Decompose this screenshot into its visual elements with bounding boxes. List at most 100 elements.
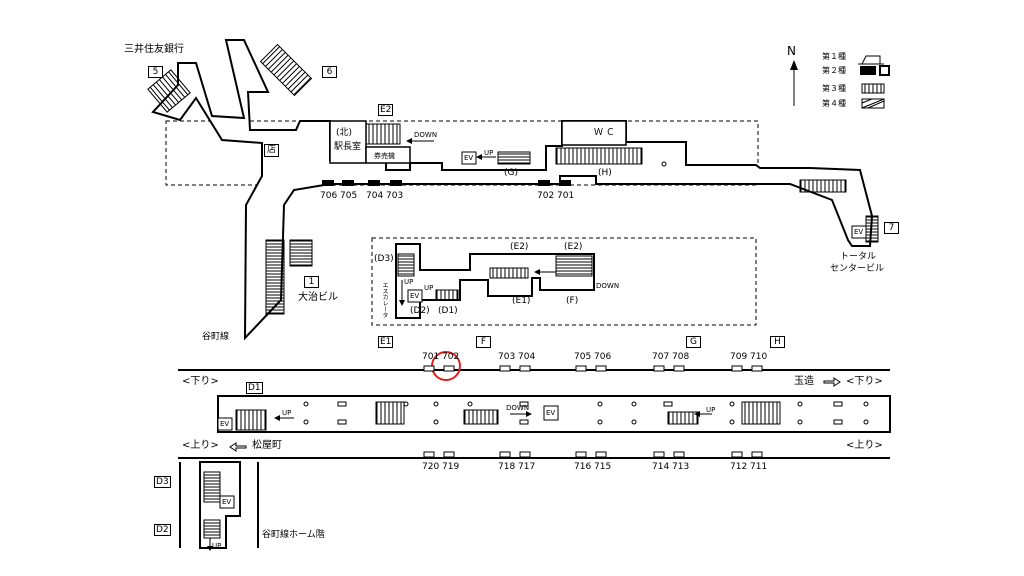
- concourse-door-705: 705: [340, 191, 358, 201]
- stairs-g: [497, 151, 531, 165]
- platform-stairs-f: [463, 409, 499, 425]
- platform-stairs-h: [741, 401, 781, 425]
- platform-door-marker-top-706: [595, 365, 607, 372]
- label-stationmaster-1: (北): [336, 128, 353, 138]
- platform-door-marker-bottom-719: [443, 451, 455, 458]
- stairs-exit1: [289, 239, 313, 267]
- platform-ev-center: [543, 405, 559, 421]
- ev-box-exit7: [851, 225, 867, 239]
- platform-door-top-701: 701: [422, 352, 440, 362]
- exit-1-badge: 1: [304, 276, 319, 288]
- exit-E2-badge: E2: [378, 104, 394, 116]
- stairs-d3-lower: [203, 471, 221, 503]
- label-up-mezz-d1: UP: [424, 284, 434, 292]
- platform-door-marker-top-710: [751, 365, 763, 372]
- direction-up-right: <上り>: [846, 440, 883, 451]
- stairs-d1-mezz: [435, 289, 459, 301]
- label-f: (F): [566, 296, 579, 306]
- platform-benches: [337, 401, 843, 425]
- label-e2-b: (E2): [564, 242, 583, 252]
- platform-door-marker-top-701: [423, 365, 435, 372]
- platform-door-marker-bottom-717: [519, 451, 531, 458]
- platform-door-bottom-714: 714: [652, 462, 670, 472]
- platform-door-bottom-713: 713: [672, 462, 690, 472]
- platform-door-bottom-711: 711: [750, 462, 768, 472]
- platform-door-top-702: 702: [442, 352, 460, 362]
- platform-door-bottom-720: 720: [422, 462, 440, 472]
- platform-exit-H: H: [770, 336, 785, 348]
- stairs-e2-mezz-b: [555, 255, 593, 277]
- label-e1: (E1): [512, 296, 531, 306]
- ticket-gates: [322, 180, 571, 186]
- platform-ev-center-label: EV: [546, 409, 556, 417]
- label-ev-exit7: EV: [854, 228, 864, 236]
- label-mitsui-bank: 三井住友銀行: [124, 44, 184, 55]
- platform-exit-D1: D1: [246, 382, 263, 394]
- platform-door-top-706: 706: [594, 352, 612, 362]
- platform-door-bottom-719: 719: [442, 462, 460, 472]
- platform-exit-G: G: [686, 336, 701, 348]
- label-d2: (D2): [410, 306, 430, 316]
- platform-door-bottom-716: 716: [574, 462, 592, 472]
- platform-door-marker-top-703: [499, 365, 511, 372]
- platform-door-marker-top-708: [673, 365, 685, 372]
- platform-door-bottom-717: 717: [518, 462, 536, 472]
- platform-door-top-707: 707: [652, 352, 670, 362]
- label-ev-d: EV: [222, 498, 232, 506]
- ev-box-mezz: [407, 289, 423, 303]
- platform-door-top-709: 709: [730, 352, 748, 362]
- ev-box-concourse: [461, 151, 477, 165]
- platform-door-top-704: 704: [518, 352, 536, 362]
- direction-up-left: <上り>: [182, 440, 219, 451]
- platform-ev-d1: [217, 417, 233, 431]
- platform-exit-F: F: [476, 336, 491, 348]
- platform-door-marker-bottom-711: [751, 451, 763, 458]
- label-up-d: UP: [212, 542, 222, 550]
- platform-door-top-703: 703: [498, 352, 516, 362]
- concourse-door-702: 702: [537, 191, 555, 201]
- stairs-d2-lower: [203, 519, 221, 539]
- platform-up-g: UP: [706, 406, 716, 414]
- label-escalator: エスカレータ: [381, 282, 388, 318]
- platform-door-bottom-718: 718: [498, 462, 516, 472]
- platform-ev-d1-label: EV: [220, 420, 230, 428]
- platform-exit-E1: E1: [378, 336, 394, 348]
- label-e2-a: (E2): [510, 242, 529, 252]
- platform-door-marker-bottom-716: [575, 451, 587, 458]
- label-ev-mezz: EV: [410, 292, 420, 300]
- platform-door-marker-bottom-713: [673, 451, 685, 458]
- stairs-exit7-b: [865, 215, 879, 243]
- stairs-d3: [397, 253, 415, 277]
- platform-door-top-705: 705: [574, 352, 592, 362]
- concourse-door-706: 706: [320, 191, 338, 201]
- platform-door-marker-bottom-712: [731, 451, 743, 458]
- ev-box-d: [219, 495, 235, 509]
- label-total-2: センタービル: [830, 264, 885, 274]
- platform-door-marker-top-704: [519, 365, 531, 372]
- stairs-exit7-a: [799, 179, 847, 193]
- platform-door-top-710: 710: [750, 352, 768, 362]
- label-shop: 店: [264, 144, 280, 157]
- platform-door-marker-bottom-714: [653, 451, 665, 458]
- label-up-mezz-d3: UP: [404, 278, 414, 286]
- legend-item-1: 第１種: [822, 52, 846, 61]
- stairs-exit5: [147, 69, 191, 113]
- direction-tamatsukuri: 玉造: [794, 376, 814, 387]
- stairs-exit6: [259, 43, 313, 97]
- platform-stairs-e1: [375, 401, 405, 425]
- platform-door-marker-bottom-715: [595, 451, 607, 458]
- concourse-door-703: 703: [386, 191, 404, 201]
- north-arrow: [790, 60, 798, 106]
- platform-stairs-d1: [235, 409, 267, 431]
- exit-6-badge: 6: [322, 66, 337, 78]
- concourse-door-701: 701: [557, 191, 575, 201]
- exit-D2-badge: D2: [154, 524, 171, 536]
- label-down-mezz: DOWN: [596, 282, 620, 290]
- platform-down-f: DOWN: [506, 404, 530, 412]
- label-ticket-machine: 券売機: [374, 152, 395, 160]
- label-down-e2: DOWN: [414, 131, 438, 139]
- label-total-1: トータル: [840, 252, 877, 262]
- label-g: (G): [504, 168, 518, 178]
- platform-pillars: [303, 401, 869, 425]
